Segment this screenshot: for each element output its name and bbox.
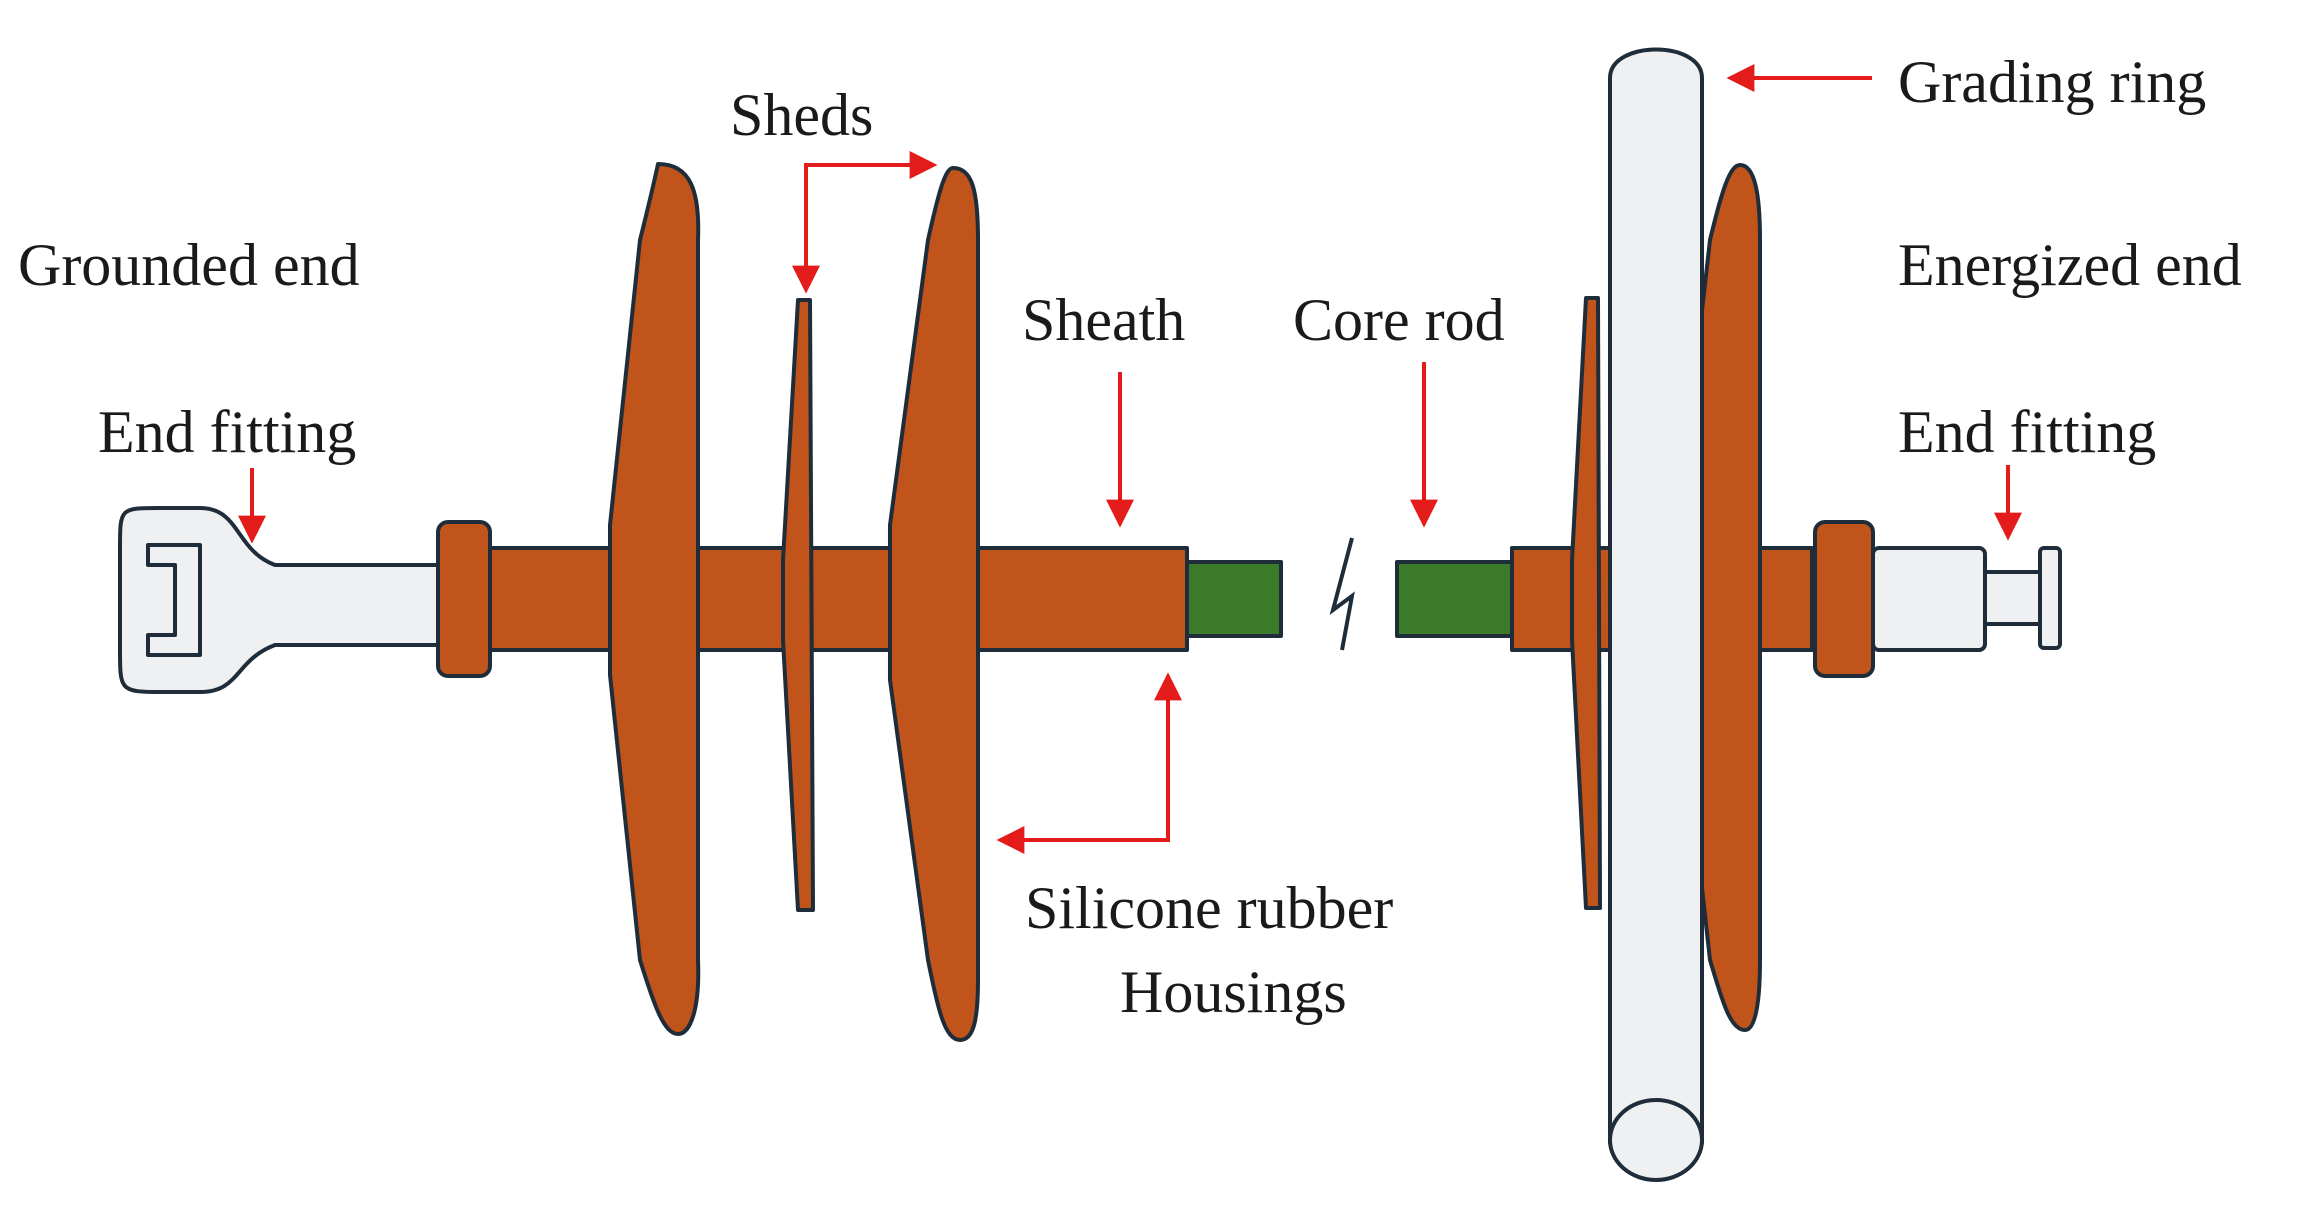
break-symbol-icon: [1329, 537, 1355, 651]
shed-large-2: [888, 166, 980, 1042]
left-sheath: [436, 520, 1189, 678]
label-grading-ring: Grading ring: [1898, 49, 2206, 115]
label-end-fitting-left: End fitting: [98, 399, 356, 465]
label-grounded-end: Grounded end: [18, 232, 360, 298]
label-silicone-rubber: Silicone rubber: [1025, 875, 1393, 941]
label-housings: Housings: [1120, 959, 1347, 1025]
grading-ring: [1608, 47, 1704, 1182]
core-rod-right: [1395, 560, 1517, 638]
label-core-rod: Core rod: [1293, 287, 1505, 353]
left-end-fitting: [118, 506, 442, 694]
label-energized-end: Energized end: [1898, 232, 2242, 298]
arrow-sheds: [792, 151, 938, 294]
core-rod-left: [1185, 560, 1283, 638]
label-sheath: Sheath: [1022, 287, 1185, 353]
label-sheds: Sheds: [730, 82, 873, 148]
shed-small-2: [1570, 296, 1602, 910]
shed-small-1: [781, 298, 815, 912]
right-end-fitting: [1871, 546, 2062, 652]
label-end-fitting-right: End fitting: [1898, 399, 2156, 465]
arrow-silicone-housings: [996, 672, 1182, 854]
shed-large-1: [608, 162, 701, 1036]
